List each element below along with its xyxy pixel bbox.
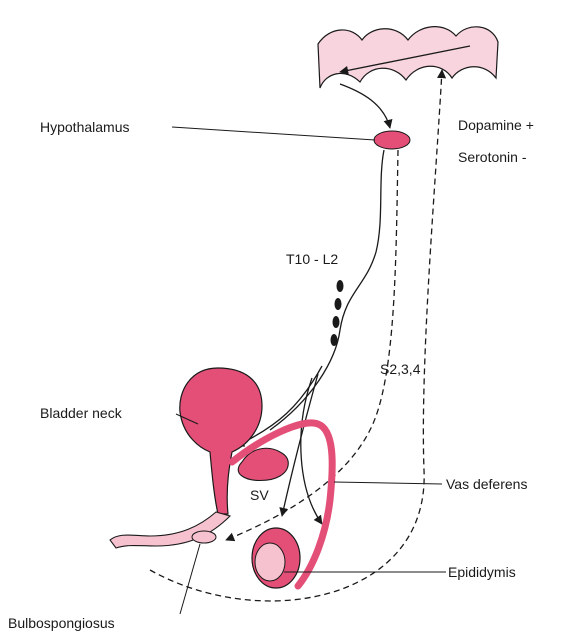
afferent-ascending-pathway [150,70,442,601]
label-bladder-neck: Bladder neck [40,405,123,421]
label-hypothalamus: Hypothalamus [40,119,130,135]
cerebral-cortex [318,27,498,88]
sympathetic-pathway [270,150,384,430]
cortex-to-hypothalamus-arrow [340,84,390,128]
bulbospongiosus-muscle [192,531,216,543]
label-t10-l2: T10 - L2 [286,251,338,267]
urethra [110,512,230,548]
bulbospongiosus-leader-line [180,544,200,614]
epididymis [255,543,285,581]
sympathetic-ganglia [331,280,344,346]
vas-deferens-leader-line [334,482,442,484]
parasympathetic-descending-pathway [226,150,398,540]
label-s234: S2,3,4 [380,361,421,377]
label-bulbospongiosus: Bulbospongiosus [8,615,115,631]
hypothalamus [374,131,410,149]
label-vas-deferens: Vas deferens [446,476,527,492]
label-sv: SV [250,487,269,503]
hypothalamus-leader-line [172,127,375,140]
label-epididymis: Epididymis [448,564,516,580]
label-dopamine: Dopamine + [458,117,534,133]
branch-to-vas [282,374,318,516]
label-serotonin: Serotonin - [458,149,527,165]
